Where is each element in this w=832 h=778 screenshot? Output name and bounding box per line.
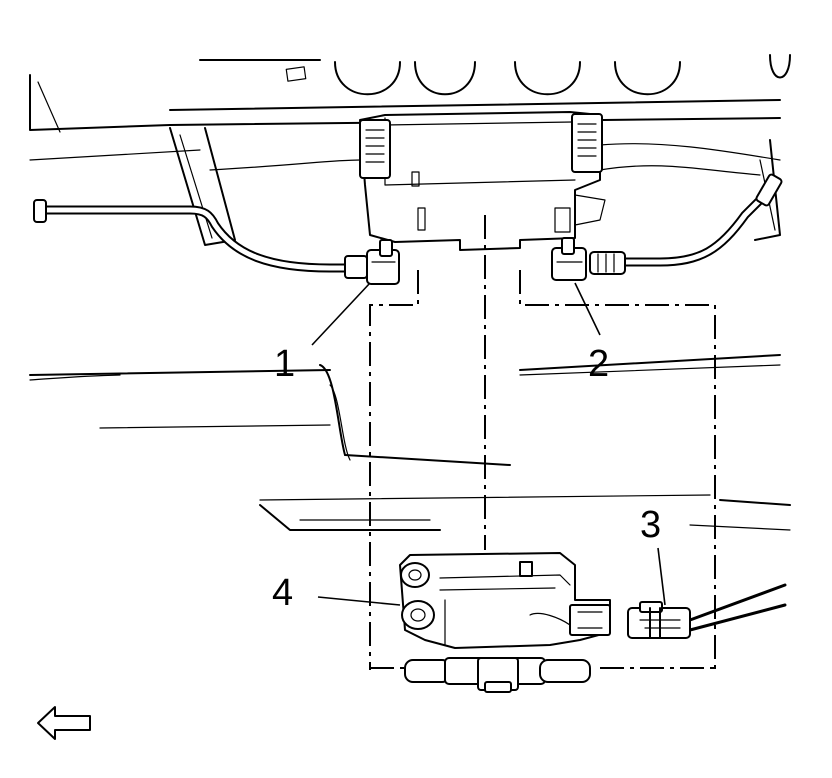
callout-4: 4 [272,572,293,614]
callout-1: 1 [274,343,295,385]
purge-valve [399,552,611,693]
callout-3: 3 [640,504,661,546]
right-fuel-hose [589,173,783,275]
callout-2: 2 [588,343,609,385]
mounting-bracket [359,111,606,251]
detail-view-boundary [369,215,716,670]
left-fuel-hose [33,199,368,279]
electrical-connector [627,583,787,639]
quick-connector-2 [551,237,587,281]
arrow-left-icon [37,706,91,740]
callout-leaders [311,282,666,606]
quick-connector-1 [366,239,400,285]
